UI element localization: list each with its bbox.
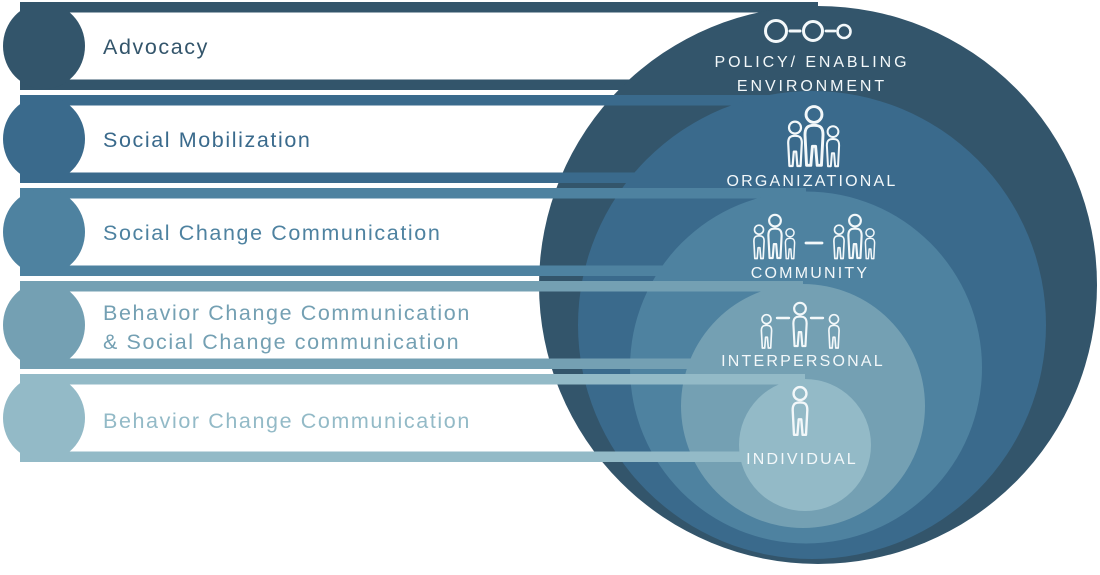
bar-track-behavior-change-communication	[20, 374, 805, 462]
bar-end-cap-social-change-communication	[3, 189, 85, 275]
bar-track-advocacy	[20, 2, 818, 90]
bar-label-bcc-and-scc-line2: & Social Change communication	[103, 330, 460, 354]
community-groups-icon	[753, 213, 876, 260]
bar-label-behavior-change-communication: Behavior Change Communication	[103, 409, 471, 433]
ring-label-interpersonal: INTERPERSONAL	[721, 353, 885, 370]
ring-label-organizational: ORGANIZATIONAL	[727, 173, 898, 190]
bar-end-cap-advocacy	[3, 3, 85, 89]
bar-label-social-change-communication: Social Change Communication	[103, 221, 441, 245]
policy-circles-icon	[764, 19, 852, 43]
bar-label-bcc-and-scc-line1: Behavior Change Communication	[103, 301, 471, 325]
ring-label-community: COMMUNITY	[751, 265, 869, 282]
bar-label-social-mobilization: Social Mobilization	[103, 128, 311, 152]
bar-track-social-change-communication	[20, 188, 806, 276]
bar-track-social-mobilization	[20, 95, 812, 183]
interpersonal-people-icon	[760, 301, 840, 349]
bar-end-cap-bcc-and-scc	[3, 282, 85, 368]
bar-track-bcc-and-scc	[20, 281, 803, 369]
bar-label-advocacy: Advocacy	[103, 35, 209, 59]
ring-label-policy-line2: ENVIRONMENT	[737, 78, 887, 95]
bar-end-cap-social-mobilization	[3, 96, 85, 182]
ring-individual	[739, 379, 871, 511]
bar-end-cap-behavior-change-communication	[3, 375, 85, 461]
ring-label-policy-line1: POLICY/ ENABLING	[715, 54, 910, 71]
ring-label-individual: INDIVIDUAL	[746, 451, 858, 468]
